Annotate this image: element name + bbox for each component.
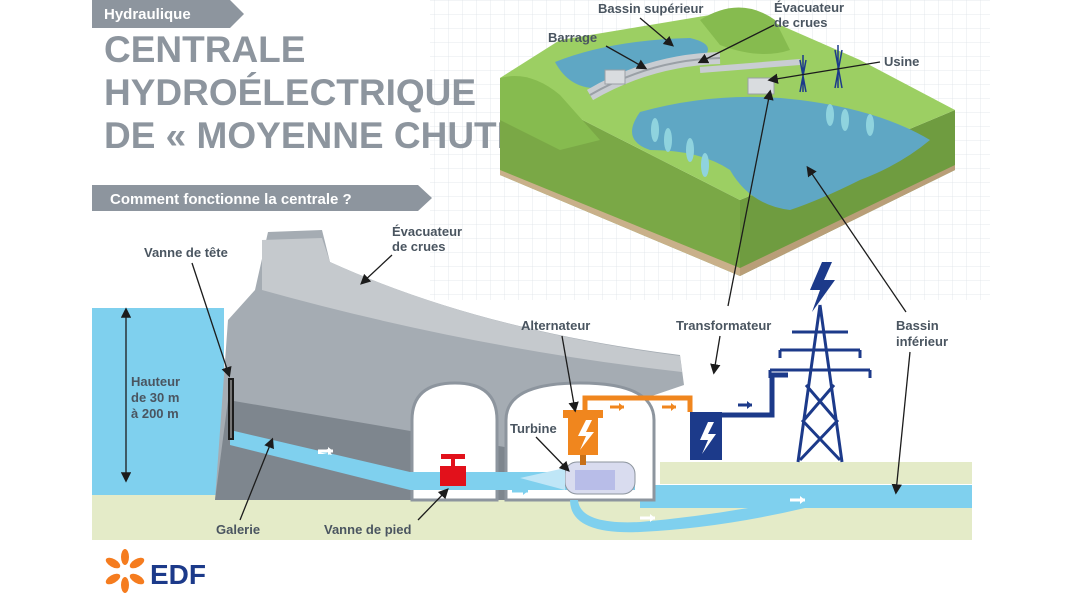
label-aerial-spillway-1: Évacuateur: [774, 0, 844, 15]
reservoir-water: [92, 308, 224, 498]
label-lower-basin-2: inférieur: [896, 334, 948, 349]
title-line-3: DE « MOYENNE CHUTE »: [104, 115, 552, 156]
label-height-2: de 30 m: [131, 390, 179, 405]
label-lower-basin-1: Bassin: [896, 318, 939, 333]
foot-valve: [440, 454, 466, 486]
orange-cable: [582, 395, 693, 412]
transformer-lightning-icon: [700, 422, 716, 454]
edf-logo-icon: EDF: [105, 549, 206, 593]
head-gate: [228, 378, 234, 440]
flow-arrow-navy: [738, 401, 752, 409]
label-aerial-spillway-2: de crues: [774, 15, 827, 30]
section-banner: [92, 185, 432, 211]
category-label: Hydraulique: [104, 6, 191, 23]
label-turbine: Turbine: [510, 421, 557, 436]
flow-arrow-icon: [318, 447, 805, 522]
tailrace: [570, 498, 805, 533]
label-height-3: à 200 m: [131, 406, 179, 421]
navy-cable: [722, 372, 788, 418]
title-line-1: CENTRALE: [104, 29, 305, 70]
aerial-terrain-block: [500, 7, 955, 276]
transformer: [690, 412, 722, 460]
label-foot-gate: Vanne de pied: [324, 522, 411, 537]
label-plant: Usine: [884, 54, 919, 69]
title-line-2: HYDROÉLECTRIQUE: [104, 72, 476, 113]
label-upper-basin: Bassin supérieur: [598, 1, 704, 16]
edf-logo-text: EDF: [150, 559, 206, 590]
label-alternator: Alternateur: [521, 318, 590, 333]
cross-section: [92, 230, 972, 540]
category-banner: [92, 0, 244, 28]
lightning-icon: [810, 262, 835, 312]
turbine: [520, 461, 636, 495]
pylon-icon: [768, 304, 872, 463]
flow-arrow-blue: [512, 487, 528, 495]
flow-arrow-orange: [610, 403, 676, 411]
label-dam: Barrage: [548, 30, 597, 45]
section-title: Comment fonctionne la centrale ?: [110, 191, 352, 208]
label-spillway-1: Évacuateur: [392, 224, 462, 239]
alternator: [563, 410, 603, 465]
lower-basin-water: [640, 485, 972, 508]
label-gallery: Galerie: [216, 522, 260, 537]
label-head-gate: Vanne de tête: [144, 245, 228, 260]
alternator-lightning-icon: [578, 420, 594, 450]
valve-chamber: [410, 381, 499, 502]
label-height-1: Hauteur: [131, 374, 180, 389]
label-spillway-2: de crues: [392, 239, 445, 254]
label-transformer: Transformateur: [676, 318, 771, 333]
